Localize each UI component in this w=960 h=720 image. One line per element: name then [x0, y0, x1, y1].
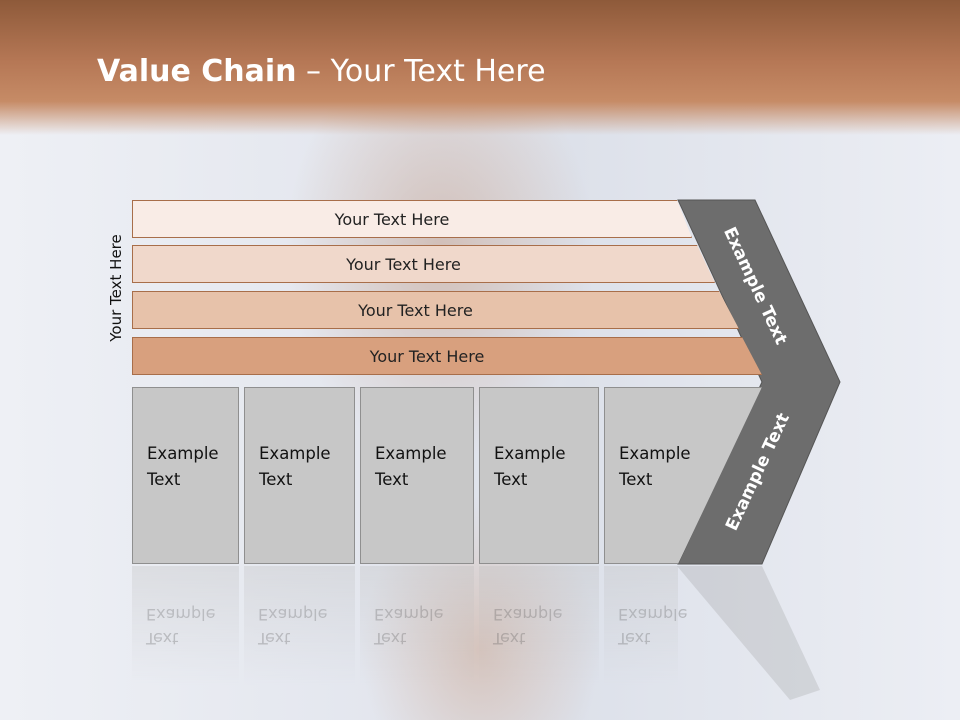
title-bold: Value Chain: [97, 54, 297, 89]
title-rest: – Your Text Here: [296, 54, 546, 89]
title-banner: [0, 0, 960, 135]
bar-4: Your Text Here: [132, 337, 762, 375]
bar-label: Your Text Here: [358, 300, 473, 320]
bar-1: Your Text Here: [132, 200, 692, 238]
chevron-reflection: [677, 566, 820, 700]
bar-label: Your Text Here: [346, 254, 461, 274]
bar-label: Your Text Here: [369, 346, 485, 366]
bar-2: Your Text Here: [132, 245, 715, 283]
slide-title: Value Chain – Your Text Here: [97, 54, 546, 89]
bar-3: Your Text Here: [132, 291, 739, 329]
chevron-shape: [677, 199, 841, 565]
bar-label: Your Text Here: [334, 209, 450, 229]
